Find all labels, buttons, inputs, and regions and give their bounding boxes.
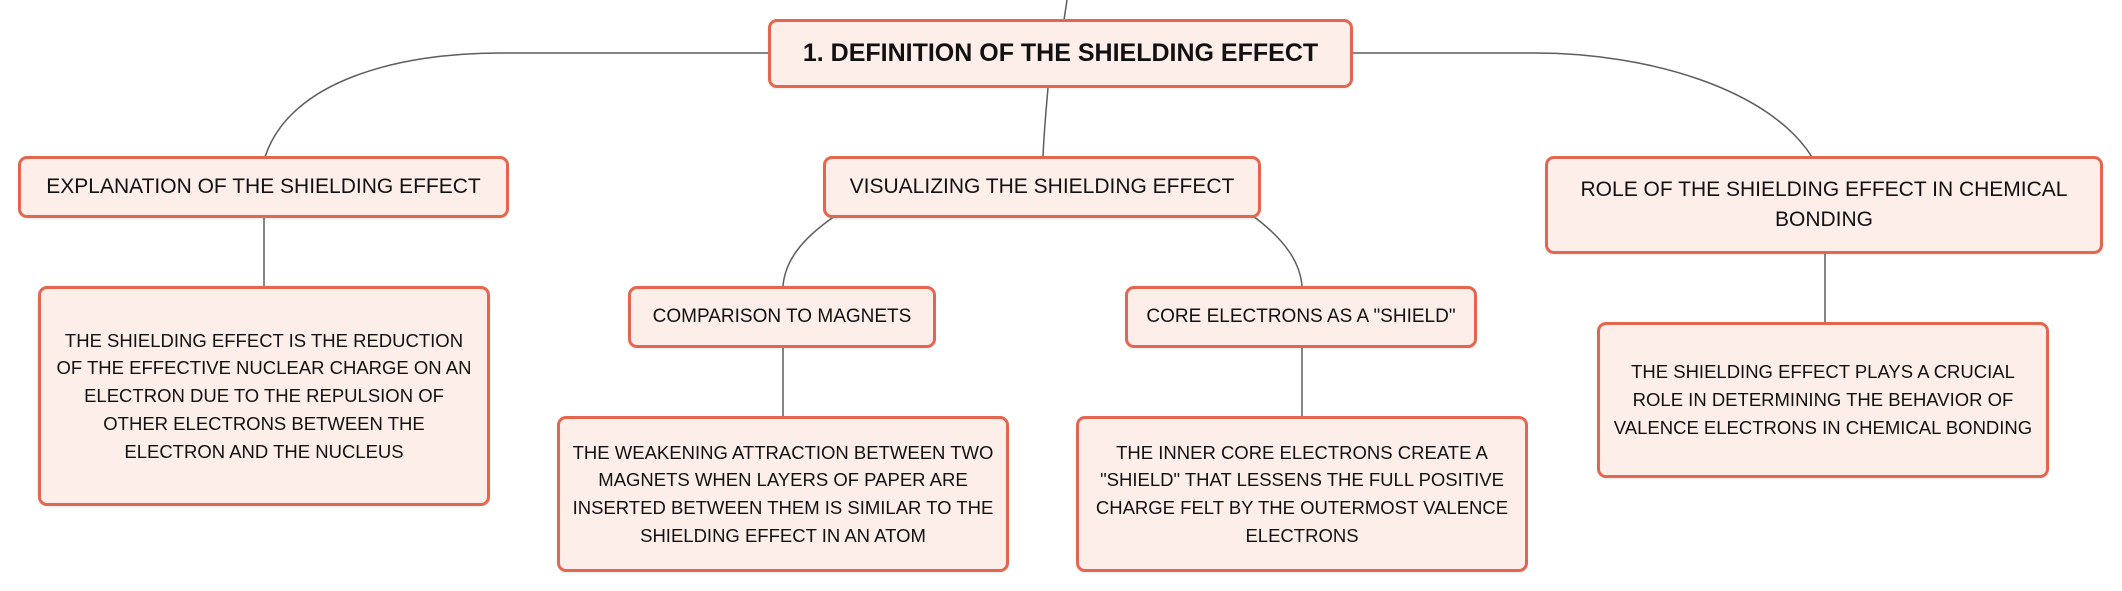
explanation-topic-node[interactable]: EXPLANATION OF THE SHIELDING EFFECT [18,156,509,218]
connector-visualizing-to-core-shield [1252,215,1303,287]
connector-to-parent-offscreen [1063,0,1068,21]
visualizing-topic-label: VISUALIZING THE SHIELDING EFFECT [849,174,1235,198]
visualizing-topic-node[interactable]: VISUALIZING THE SHIELDING EFFECT [823,156,1261,218]
explanation-detail-node[interactable]: THE SHIELDING EFFECT IS THE REDUCTION OF… [38,286,490,506]
connector-root-to-explanation [264,52,770,158]
magnets-detail-node[interactable]: THE WEAKENING ATTRACTION BETWEEN TWO MAG… [557,416,1009,572]
explanation-detail-label: THE SHIELDING EFFECT IS THE REDUCTION OF… [56,329,472,462]
core-shield-detail-node[interactable]: THE INNER CORE ELECTRONS CREATE A "SHIEL… [1076,416,1528,572]
role-detail-node[interactable]: THE SHIELDING EFFECT PLAYS A CRUCIAL ROL… [1597,322,2049,478]
connector-root-to-visualizing [1042,87,1049,158]
role-topic-node[interactable]: ROLE OF THE SHIELDING EFFECT IN CHEMICAL… [1545,156,2103,254]
core-shield-detail-label: THE INNER CORE ELECTRONS CREATE A "SHIEL… [1095,441,1509,546]
core-shield-topic-node[interactable]: CORE ELECTRONS AS A "SHIELD" [1125,286,1477,348]
root-topic-label: 1. DEFINITION OF THE SHIELDING EFFECT [802,39,1319,68]
connector-visualizing-to-magnets [782,215,836,287]
connector-root-to-role [1352,52,1813,158]
root-topic-node[interactable]: 1. DEFINITION OF THE SHIELDING EFFECT [768,19,1353,88]
magnets-topic-label: COMPARISON TO MAGNETS [652,306,912,328]
magnets-detail-label: THE WEAKENING ATTRACTION BETWEEN TWO MAG… [572,441,994,546]
role-detail-label: THE SHIELDING EFFECT PLAYS A CRUCIAL ROL… [1613,361,2033,438]
magnets-topic-node[interactable]: COMPARISON TO MAGNETS [628,286,936,348]
core-shield-topic-label: CORE ELECTRONS AS A "SHIELD" [1146,306,1456,328]
role-topic-label: ROLE OF THE SHIELDING EFFECT IN CHEMICAL… [1580,177,2068,231]
explanation-topic-label: EXPLANATION OF THE SHIELDING EFFECT [46,174,481,198]
